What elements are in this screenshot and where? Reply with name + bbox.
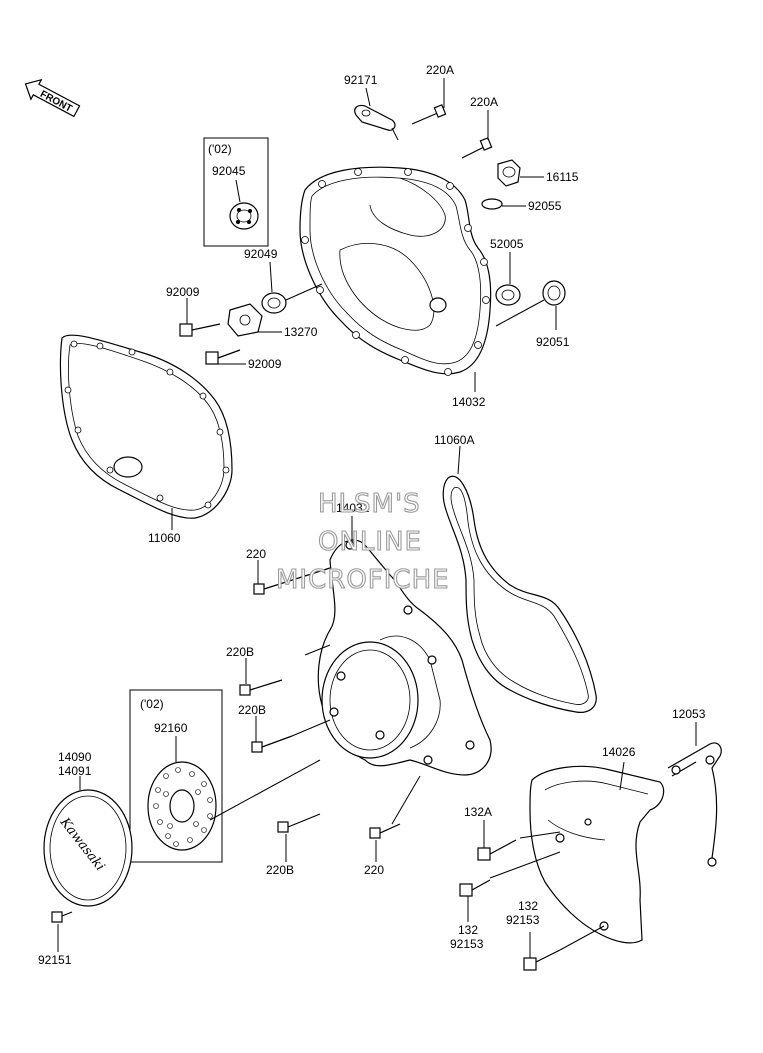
bolt-132-2 — [523, 949, 561, 971]
bearing-92049 — [261, 292, 287, 314]
watermark-line-2: ONLINE — [318, 527, 422, 557]
watermark-line-1: HLSM'S — [318, 489, 421, 519]
oil-seal-92051 — [542, 280, 566, 306]
part-label-220B-1: 220B — [226, 645, 254, 659]
watermark-line-3: MICROFICHE — [276, 565, 450, 595]
bracket-12053 — [667, 742, 722, 867]
part-label-92049: 92049 — [244, 247, 278, 261]
part-label-11060: 11060 — [148, 531, 181, 545]
screen-disc-92160 — [147, 761, 217, 851]
badge-cover-14090: Kawasaki — [43, 789, 133, 907]
bolt-220A-2 — [461, 137, 493, 159]
part-label-16115: 16115 — [546, 170, 579, 184]
bearing-92045 — [229, 202, 259, 230]
clutch-cover-14032 — [299, 166, 492, 376]
bolt-92009-2 — [205, 349, 241, 365]
bolt-220-1 — [253, 567, 331, 595]
gasket-11060A — [442, 475, 597, 713]
part-label-132A: 132A — [464, 805, 492, 819]
variant-year-label: ('02) — [208, 142, 232, 156]
bolt-220B-3 — [277, 813, 321, 833]
part-label-220-1: 220 — [246, 547, 266, 561]
sprocket-cover-14026 — [529, 765, 665, 944]
part-label-14032: 14032 — [452, 395, 486, 409]
bolt-220-2 — [369, 823, 401, 839]
part-label-220B-3: 220B — [266, 863, 294, 877]
plate-13270 — [227, 303, 263, 337]
bolt-92009-1 — [179, 323, 221, 337]
part-label-14026: 14026 — [602, 745, 636, 759]
part-label-132-1: 132 — [458, 923, 478, 937]
clamp-92171 — [354, 104, 396, 131]
part-label-92171: 92171 — [344, 73, 378, 87]
part-label-220-2: 220 — [364, 863, 384, 877]
bolt-220A-1 — [411, 104, 447, 125]
part-label-220B-2: 220B — [238, 703, 266, 717]
part-label-14031: 14031 — [336, 501, 370, 515]
part-label-220A-2: 220A — [470, 95, 498, 109]
part-label-92055: 92055 — [528, 199, 562, 213]
part-label-92045: 92045 — [212, 164, 246, 178]
part-label-14091: 14091 — [58, 764, 92, 778]
bolt-132-1 — [459, 879, 491, 897]
part-label-92009-2: 92009 — [248, 357, 282, 371]
part-label-92051: 92051 — [536, 335, 570, 349]
part-label-92153-2: 92153 — [506, 913, 540, 927]
part-label-92009-1: 92009 — [166, 285, 200, 299]
part-label-14090: 14090 — [58, 750, 92, 764]
generator-cover-14031 — [317, 539, 492, 776]
part-label-12053: 12053 — [672, 707, 706, 721]
variant-box-02-bearing — [203, 137, 269, 247]
part-label-52005: 52005 — [490, 237, 524, 251]
part-label-132-2: 132 — [518, 899, 538, 913]
bolt-220B-2 — [251, 735, 293, 753]
bolt-132A — [477, 839, 517, 861]
part-label-92151: 92151 — [38, 953, 72, 967]
screw-92151 — [51, 911, 73, 923]
variant-box-02-screen — [129, 689, 223, 863]
watermark: HLSM'S ONLINE MICROFICHE — [275, 488, 450, 595]
part-label-92153-1: 92153 — [450, 937, 484, 951]
oil-seal-52005 — [495, 284, 521, 306]
gasket-11060 — [59, 334, 233, 519]
part-label-220A-1: 220A — [426, 63, 454, 77]
part-label-11060A: 11060A — [434, 433, 474, 447]
part-label-92160: 92160 — [154, 721, 188, 735]
part-label-13270: 13270 — [284, 325, 318, 339]
oil-filler-cap-16115 — [497, 159, 521, 187]
front-arrow-icon: FRONT — [24, 78, 81, 118]
bolt-220B-1 — [239, 679, 283, 696]
o-ring-92055 — [481, 198, 503, 210]
variant-year-label-2: ('02) — [140, 697, 164, 711]
